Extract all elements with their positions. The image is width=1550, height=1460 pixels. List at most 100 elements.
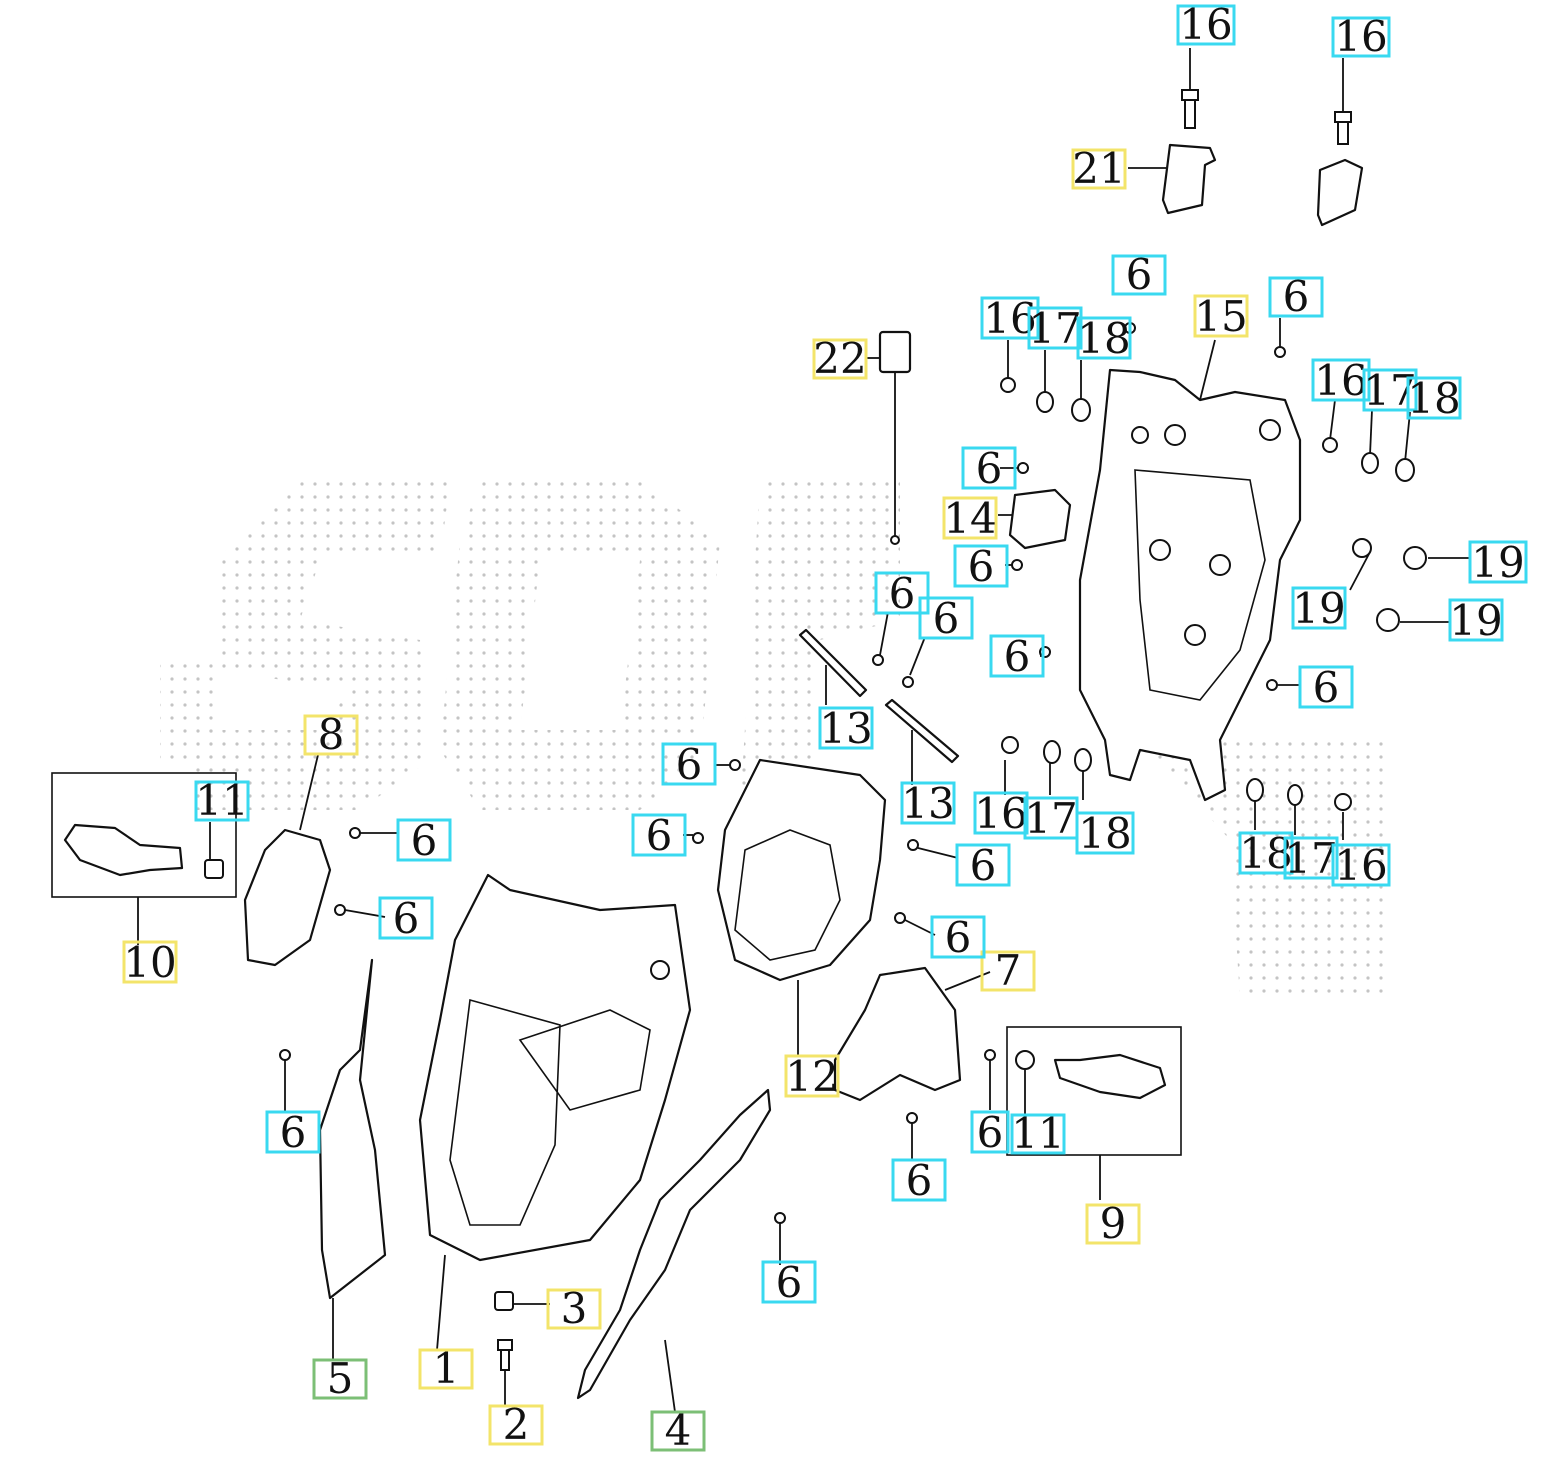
callout-number: 11 <box>195 776 248 825</box>
callout-number: 6 <box>393 894 420 943</box>
callout-box <box>989 634 1045 678</box>
callout-box <box>900 781 956 825</box>
screw-3 <box>494 1291 550 1311</box>
side-panel-5 <box>318 958 387 1360</box>
callout-box <box>378 896 434 940</box>
dotted-watermark <box>160 480 1390 1000</box>
callout-l17c: 17 <box>1023 794 1079 843</box>
callout-number: 6 <box>976 444 1003 493</box>
callout-l6m: 6 <box>378 894 434 943</box>
callout-box <box>1331 16 1391 58</box>
callout-box <box>980 296 1040 340</box>
callout-l6j: 6 <box>631 811 687 860</box>
callout-l6e: 6 <box>874 569 930 618</box>
callout-l1: 1 <box>418 1344 474 1393</box>
callout-box <box>1298 665 1354 709</box>
indicator-housing-7 <box>833 966 991 1102</box>
callout-l19a: 19 <box>1468 538 1528 587</box>
callout-box <box>961 446 1017 490</box>
callout-l9: 9 <box>1085 1199 1141 1248</box>
callout-l6i: 6 <box>661 740 717 789</box>
callout-box <box>396 818 452 862</box>
callout-l18b: 18 <box>1406 374 1462 423</box>
callout-box <box>891 1158 947 1202</box>
callout-box <box>918 596 974 640</box>
callout-number: 6 <box>676 740 703 789</box>
callout-number: 6 <box>977 1108 1004 1157</box>
callout-number: 4 <box>665 1406 692 1455</box>
callout-number: 12 <box>785 1052 838 1101</box>
callout-number: 16 <box>1179 0 1232 49</box>
indicator-assembly-9 <box>1006 1026 1182 1200</box>
callout-box <box>265 1110 321 1154</box>
callout-l19b: 19 <box>1291 584 1347 633</box>
callout-l17d: 17 <box>1283 834 1339 883</box>
callout-number: 17 <box>1284 834 1337 883</box>
callout-number: 6 <box>945 913 972 962</box>
bolt-16-top-right <box>1334 58 1352 145</box>
callout-l5: 5 <box>312 1354 368 1403</box>
callout-l6f: 6 <box>918 594 974 643</box>
washer-stack-lower-right <box>1246 778 1352 840</box>
headlight-12 <box>716 758 887 1055</box>
callout-box <box>1076 316 1132 360</box>
washer-stack-lower-middle <box>1001 736 1092 800</box>
bracket-21 <box>1128 143 1364 227</box>
callout-l6c: 6 <box>961 444 1017 493</box>
callout-number: 5 <box>327 1354 354 1403</box>
callout-box <box>1071 148 1127 190</box>
callout-l10: 10 <box>122 938 178 987</box>
callout-box <box>661 742 717 786</box>
callout-l6p: 6 <box>970 1108 1010 1157</box>
callout-box <box>1111 254 1167 296</box>
callout-number: 6 <box>1004 632 1031 681</box>
callout-l6d: 6 <box>953 542 1009 591</box>
callout-l13b: 13 <box>900 779 956 828</box>
callout-box <box>650 1410 706 1452</box>
callout-number: 16 <box>1334 841 1387 890</box>
side-panel-4 <box>576 1088 772 1413</box>
callout-l22: 22 <box>812 334 868 383</box>
callout-box <box>1283 836 1339 880</box>
callout-l6o: 6 <box>265 1108 321 1157</box>
callout-number: 7 <box>995 946 1022 995</box>
callout-l11a: 11 <box>194 776 250 825</box>
callout-box <box>1268 276 1324 318</box>
callout-number: 3 <box>561 1284 588 1333</box>
callout-number: 15 <box>1194 292 1247 341</box>
callout-box <box>1027 306 1083 350</box>
callout-box <box>818 706 874 750</box>
callout-number: 19 <box>1292 584 1345 633</box>
callout-box <box>631 813 687 857</box>
callout-box <box>953 544 1009 588</box>
callout-number: 10 <box>123 938 176 987</box>
callout-l6q: 6 <box>891 1156 947 1205</box>
callout-box <box>1291 586 1347 630</box>
callout-box <box>1176 4 1236 46</box>
callout-l8: 8 <box>303 710 359 759</box>
callout-box <box>122 940 178 984</box>
callout-box <box>418 1348 474 1390</box>
callout-l16f: 16 <box>1331 841 1391 890</box>
callout-l18c: 18 <box>1075 809 1135 858</box>
callout-box <box>1238 831 1294 875</box>
callout-number: 14 <box>943 494 996 543</box>
indicator-housing-8 <box>243 754 332 967</box>
callout-box <box>1193 294 1249 338</box>
callout-number: 6 <box>411 816 438 865</box>
callout-number: 6 <box>776 1258 803 1307</box>
callout-l6n: 6 <box>930 913 986 962</box>
callout-box <box>1331 843 1391 887</box>
callout-number: 13 <box>819 704 872 753</box>
washer-stack-upper-right <box>1322 399 1415 482</box>
callout-number: 16 <box>974 789 1027 838</box>
callout-l12: 12 <box>784 1052 840 1101</box>
callout-l7: 7 <box>980 946 1036 995</box>
callout-number: 19 <box>1471 538 1524 587</box>
callout-number: 6 <box>1313 663 1340 712</box>
callout-number: 16 <box>1334 12 1387 61</box>
callout-l18a: 18 <box>1076 314 1132 363</box>
callout-number: 6 <box>1126 250 1153 299</box>
